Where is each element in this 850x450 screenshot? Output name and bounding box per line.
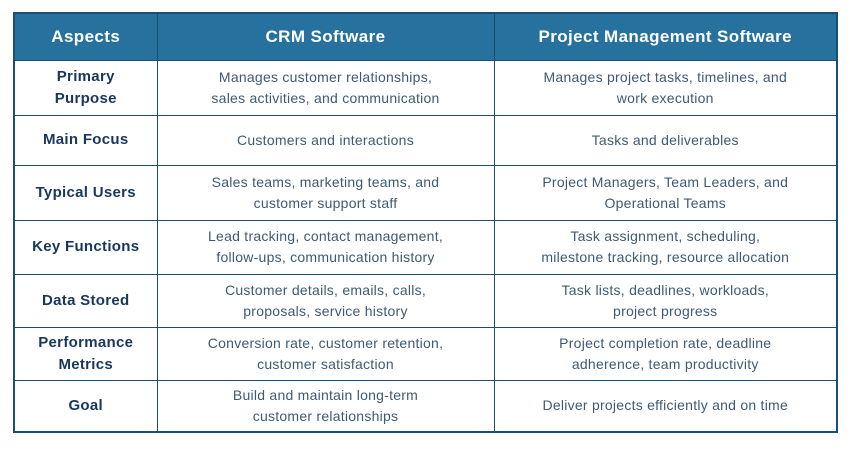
aspect-label: Data Stored (13, 273, 158, 328)
pm-cell: Project Managers, Team Leaders, and Oper… (493, 164, 838, 221)
table-header-row: Aspects CRM Software Project Management … (13, 12, 838, 61)
comparison-table-container: Aspects CRM Software Project Management … (13, 12, 838, 433)
table-row-data-stored: Data Stored Customer details, emails, ca… (13, 273, 838, 328)
table-row-main-focus: Main Focus Customers and interactions Ta… (13, 114, 838, 166)
column-header-aspects: Aspects (13, 12, 158, 61)
pm-cell: Project completion rate, deadline adhere… (493, 326, 838, 381)
comparison-table: Aspects CRM Software Project Management … (13, 12, 838, 433)
aspect-label: Main Focus (13, 114, 158, 166)
crm-cell: Sales teams, marketing teams, and custom… (156, 164, 495, 221)
pm-cell: Deliver projects efficiently and on time (493, 379, 838, 432)
column-header-project-management-software: Project Management Software (493, 12, 838, 61)
crm-cell: Build and maintain long-term customer re… (156, 379, 495, 432)
pm-cell: Task lists, deadlines, workloads, projec… (493, 273, 838, 328)
table-row-goal: Goal Build and maintain long-term custom… (13, 379, 838, 432)
aspect-label: Performance Metrics (13, 326, 158, 381)
column-header-crm-software: CRM Software (156, 12, 495, 61)
crm-cell: Conversion rate, customer retention, cus… (156, 326, 495, 381)
table-row-key-functions: Key Functions Lead tracking, contact man… (13, 219, 838, 275)
pm-cell: Task assignment, scheduling, milestone t… (493, 219, 838, 275)
pm-cell: Manages project tasks, timelines, and wo… (493, 59, 838, 116)
pm-cell: Tasks and deliverables (493, 114, 838, 166)
aspect-label: Typical Users (13, 164, 158, 221)
crm-cell: Lead tracking, contact management, follo… (156, 219, 495, 275)
table-row-primary-purpose: Primary Purpose Manages customer relatio… (13, 59, 838, 116)
table-row-typical-users: Typical Users Sales teams, marketing tea… (13, 164, 838, 221)
crm-cell: Manages customer relationships, sales ac… (156, 59, 495, 116)
aspect-label: Key Functions (13, 219, 158, 275)
aspect-label: Primary Purpose (13, 59, 158, 116)
crm-cell: Customers and interactions (156, 114, 495, 166)
table-row-performance-metrics: Performance Metrics Conversion rate, cus… (13, 326, 838, 381)
crm-cell: Customer details, emails, calls, proposa… (156, 273, 495, 328)
aspect-label: Goal (13, 379, 158, 432)
